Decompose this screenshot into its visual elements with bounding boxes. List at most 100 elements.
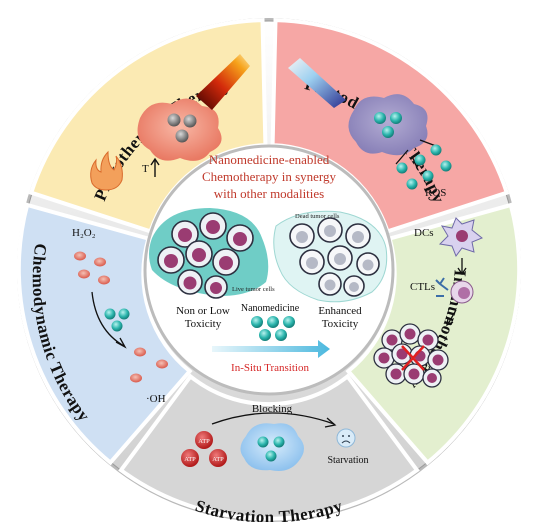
ctls-label: CTLs: [410, 281, 435, 293]
h2o2-to-oh-arrow-head: [115, 337, 127, 349]
starvation-particle: [273, 436, 285, 448]
in-situ-transition-label: In-Situ Transition: [231, 362, 309, 374]
sad-face-mouth: [341, 440, 351, 444]
nanoparticle: [251, 316, 263, 328]
dead-cell-nucleus: [296, 231, 308, 243]
center-title-line-3: with other modalities: [214, 186, 324, 201]
starvation-nanoparticle-cloud: [240, 423, 304, 471]
photodynamic-particle: [374, 112, 386, 124]
live-cell-nucleus: [178, 228, 192, 242]
atp-label: ATP: [198, 438, 210, 445]
chemodynamic-particle: [104, 308, 116, 320]
nanoparticle: [275, 329, 287, 341]
live-cell-nucleus: [219, 256, 233, 270]
tumor-nucleus: [378, 352, 390, 364]
tumor-nucleus: [390, 368, 402, 380]
ros-particle: [396, 162, 408, 174]
ros-arrows-icon: [395, 139, 437, 171]
photothermal-particle: [183, 114, 197, 128]
dead-tumor-cells: [289, 217, 380, 297]
live-cell-nucleus: [183, 276, 197, 290]
nanomedicine-label: Nanomedicine: [241, 303, 300, 314]
ros-particle: [430, 144, 442, 156]
ros-particle: [440, 160, 452, 172]
atp-label: ATP: [184, 456, 196, 463]
ctl-cell-nucleus: [458, 287, 470, 299]
live-cell-nucleus: [206, 220, 220, 234]
photothermal-particle: [167, 113, 181, 127]
tumor-nucleus: [396, 348, 408, 360]
oh-radical: [130, 373, 142, 383]
chemodynamic-particle: [111, 320, 123, 332]
dendritic-cell-nucleus: [456, 230, 468, 242]
atp-molecule: [181, 449, 199, 467]
sad-face-icon: [336, 428, 356, 448]
sad-face-eye: [342, 435, 344, 437]
live-cell-nucleus: [192, 248, 206, 262]
photodynamic-nanoparticle-cloud: [348, 94, 428, 156]
non-low-toxicity-line-1: Non or Low: [176, 305, 230, 317]
tumor-nucleus: [432, 354, 444, 366]
tumor-nucleus: [427, 373, 437, 383]
live-cell-nucleus: [233, 232, 247, 246]
nanoparticle: [267, 316, 279, 328]
ctl-to-tumor-arrow: [446, 309, 457, 327]
live-cell-nucleus: [210, 282, 222, 294]
nanoparticle: [259, 329, 271, 341]
atp-molecule: [195, 431, 213, 449]
oh-radical: [134, 347, 146, 357]
dead-cell-nucleus: [334, 253, 346, 265]
h2o2-to-oh-arrow: [91, 291, 125, 347]
nanoparticle: [283, 316, 295, 328]
ros-particle: [414, 154, 426, 166]
tumor-nucleus: [422, 334, 434, 346]
center-nanoparticles: [251, 316, 295, 341]
ros-particle: [422, 170, 434, 182]
dead-cell-nucleus: [362, 259, 374, 271]
chemodynamic-particle: [118, 308, 130, 320]
live-cell-nucleus: [164, 254, 178, 268]
dcs-label: DCs: [414, 227, 434, 239]
dead-cell-nucleus: [352, 231, 364, 243]
live-tumor-cells-label: Live tumor cells: [232, 286, 275, 293]
h2o2-molecule: [94, 257, 106, 267]
non-low-toxicity-line-2: Toxicity: [185, 318, 222, 330]
tumor-mass-icon: [373, 323, 449, 388]
ctl-receptor-icon: [435, 277, 449, 297]
dc-to-ctl-arrow: [457, 258, 467, 276]
ros-label: ROS: [425, 187, 446, 199]
center-title-line-1: Nanomedicine-enabled: [209, 152, 330, 167]
dead-cell-nucleus: [306, 257, 318, 269]
dead-cell-nucleus: [324, 279, 336, 291]
h2o2-molecule: [98, 275, 110, 285]
tumor-nucleus: [408, 368, 420, 380]
starvation-particle: [265, 450, 277, 462]
ros-particle: [406, 178, 418, 190]
h2o2-label: H₂O₂: [72, 227, 96, 239]
oh-radical: [156, 359, 168, 369]
atp-molecule: [209, 449, 227, 467]
live-tumor-cells: [157, 212, 254, 299]
in-situ-transition-arrow: [212, 340, 330, 358]
tumor-nucleus: [404, 328, 416, 340]
fire-icon: [90, 150, 123, 191]
photothermal-nanoparticle-cloud: [137, 98, 222, 161]
enhanced-toxicity-line-1: Enhanced: [318, 305, 362, 317]
sad-face-eye: [348, 435, 350, 437]
h2o2-molecule: [74, 251, 86, 261]
blocking-label: Blocking: [252, 403, 293, 415]
h2o2-molecule: [78, 269, 90, 279]
oh-label: ·OH: [146, 393, 166, 405]
center-disc: [143, 144, 395, 396]
photodynamic-particle: [382, 126, 394, 138]
blocking-arrow: [211, 412, 335, 425]
tumor-kill-cross-icon: [401, 345, 425, 371]
segment-chemodynamic-bg: [16, 202, 193, 466]
dead-cell-nucleus: [349, 282, 359, 292]
dead-tumor-cells-label: Dead tumor cells: [295, 213, 340, 220]
dead-cell-nucleus: [324, 225, 336, 237]
photodynamic-particle: [390, 112, 402, 124]
atp-label: ATP: [212, 456, 224, 463]
photothermal-particle: [175, 129, 189, 143]
